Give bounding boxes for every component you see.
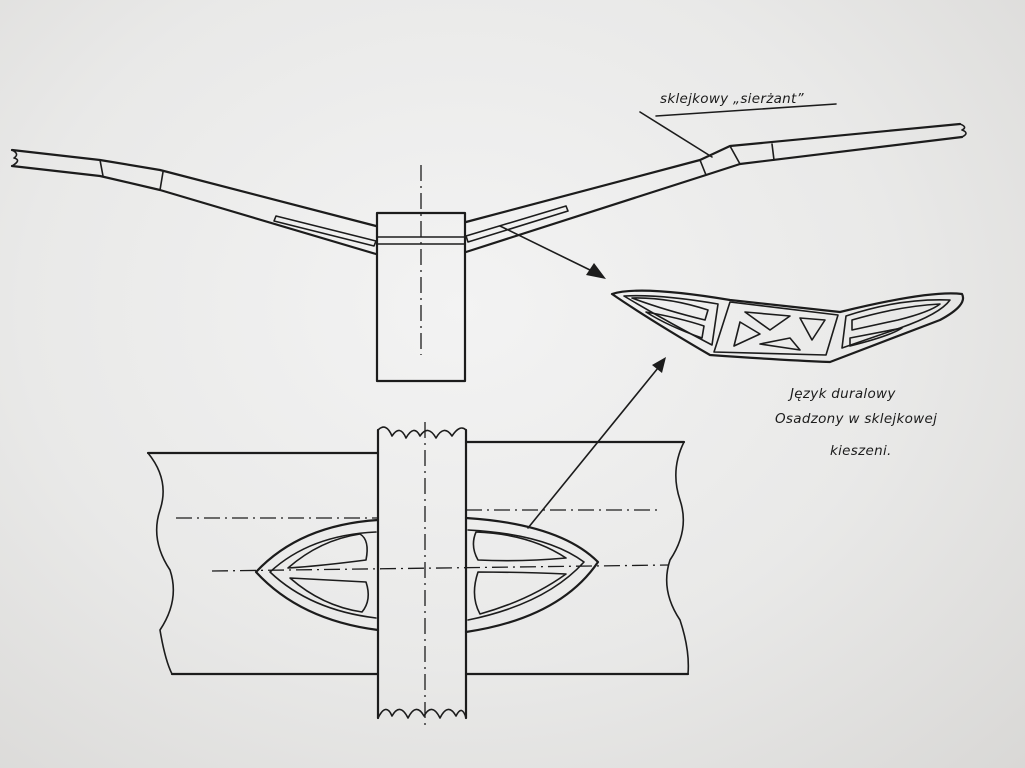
right-spar-lower-edge — [464, 135, 964, 254]
right-joint-2 — [729, 145, 741, 165]
tongue-cutout-right-2 — [849, 327, 903, 347]
tongue-cutout-right-1 — [851, 303, 941, 331]
right-break-mark — [959, 123, 967, 138]
tongue-cutout-left-2 — [645, 311, 705, 339]
plan-arrow-line — [527, 367, 659, 529]
right-joint-3 — [771, 143, 775, 161]
jezyk-label-line2: Osadzony w sklejkowej — [775, 411, 937, 427]
triangle-arrow-icon — [586, 263, 606, 279]
tongue-cutout-left-1 — [631, 297, 709, 321]
sierzant-underline — [655, 103, 837, 117]
plan-left-break — [147, 452, 175, 675]
tongue-cutout-right-outer — [841, 299, 951, 349]
plan-centerline-horizontal — [211, 564, 669, 572]
detail-arrow-line — [499, 225, 591, 271]
pocket-plan-view — [146, 422, 690, 728]
sierzant-leader — [639, 111, 713, 158]
tongue-cutout-center-left — [733, 321, 761, 347]
plan-lens-right-inner — [467, 529, 585, 621]
tongue-detail — [610, 289, 965, 364]
plan-cutout-left-lower — [289, 577, 370, 613]
tongue-cutout-center-bottom — [759, 337, 801, 351]
left-break-mark — [11, 149, 19, 167]
plan-cutout-right-lower — [473, 571, 567, 615]
plan-bottom-break — [377, 708, 467, 719]
left-slot — [273, 215, 377, 247]
left-joint-2 — [159, 171, 164, 191]
left-spar-lower-edge — [10, 164, 378, 256]
fuselage-block — [375, 211, 467, 383]
tongue-cutout-center-right — [799, 317, 826, 341]
jezyk-label-line3: kieszeni. — [830, 443, 892, 459]
left-joint-1 — [99, 159, 104, 177]
right-spar-upper-edge — [464, 122, 962, 224]
plan-front-line — [176, 509, 660, 519]
tongue-outline — [610, 289, 965, 364]
plan-lens-left-outer — [254, 518, 380, 632]
wing-spar-front-view — [10, 122, 967, 383]
plan-top-edge — [146, 440, 686, 455]
tongue-center-panel — [713, 301, 839, 356]
plan-top-break — [377, 426, 467, 439]
plan-cutout-right-upper — [472, 531, 567, 562]
left-spar-upper-edge — [10, 148, 378, 228]
plan-lens-right-outer — [464, 516, 600, 634]
tongue-cutout-center-top — [744, 311, 791, 331]
plan-fuselage-sides — [376, 428, 468, 720]
tongue-cutout-left-outer — [623, 294, 719, 346]
plan-right-break — [665, 441, 690, 675]
sierzant-label: sklejkowy „sierżant” — [660, 91, 805, 107]
jezyk-label-line1: Język duralowy — [787, 386, 896, 402]
right-joint-1 — [699, 159, 707, 176]
right-slot — [465, 205, 569, 243]
plan-cutout-left-upper — [287, 533, 368, 569]
triangle-arrow-icon-2 — [652, 357, 666, 373]
plan-lens-left-inner — [269, 531, 377, 619]
